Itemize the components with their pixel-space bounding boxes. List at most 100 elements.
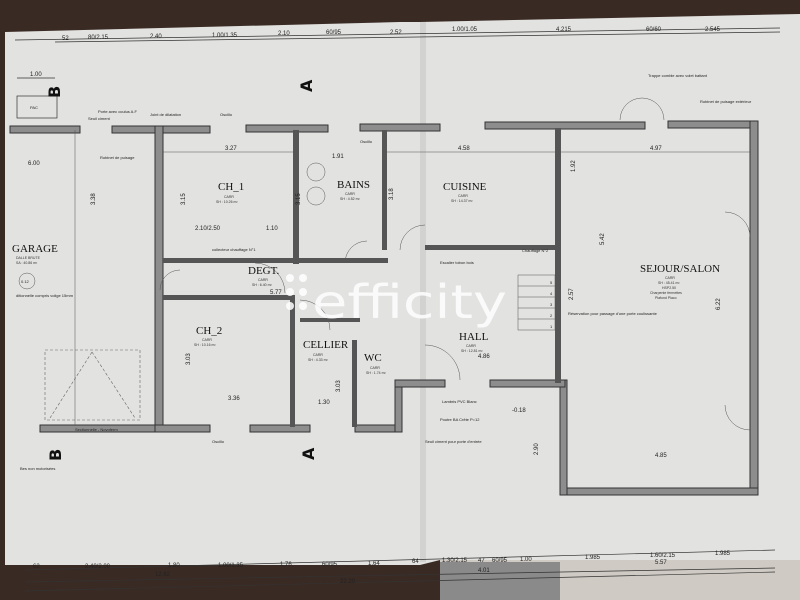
- dim-label: 80/2.15: [88, 35, 109, 41]
- room-cellier: CELLIER CARR SH : 4.33 m²: [303, 339, 349, 362]
- svg-text:4.85: 4.85: [655, 453, 667, 459]
- note: collecteur chauffage N°1: [212, 247, 256, 252]
- room-name: BAINS: [337, 179, 370, 191]
- svg-text:4.86: 4.86: [478, 354, 490, 360]
- note: Robinet de puisage extérieur: [700, 99, 752, 104]
- room-name: GARAGE: [12, 243, 58, 255]
- note: Réservation pour passage d'une porte cou…: [568, 311, 658, 316]
- svg-text:HSP2.50: HSP2.50: [662, 286, 676, 290]
- svg-text:CARR: CARR: [370, 366, 380, 370]
- staircase: 5 4 3 2 1: [517, 274, 556, 331]
- svg-text:SH : 1.74 m²: SH : 1.74 m²: [366, 371, 386, 375]
- note: Trappe comble avec volet battant: [648, 73, 708, 78]
- svg-text:3.27: 3.27: [225, 146, 237, 152]
- svg-text:SH : 12.81 m²: SH : 12.81 m²: [461, 349, 483, 353]
- room-hall: HALL CARR SH : 12.81 m²: [459, 331, 489, 353]
- dim-label: 1.00/1.35: [218, 563, 244, 569]
- room-garage: GARAGE DALLE BRUTE SA : 40.86 m² 0.12 di…: [12, 243, 74, 298]
- doors: [159, 97, 751, 431]
- dim-label: 4.01: [478, 568, 490, 574]
- dim-label: 1.985: [715, 551, 731, 557]
- svg-text:SA : 40.86 m²: SA : 40.86 m²: [16, 261, 38, 265]
- room-name: CH_2: [196, 325, 222, 337]
- svg-text:6.00: 6.00: [28, 161, 40, 167]
- svg-text:SH : 10.26 m²: SH : 10.26 m²: [216, 200, 238, 204]
- note: Bes non motorisées: [20, 466, 55, 471]
- dim-label: 64: [412, 559, 419, 565]
- garage-door: [44, 130, 141, 425]
- room-cuisine: CUISINE CARR SH : 14.37 m²: [443, 181, 487, 203]
- note: Escalier tobon bois: [440, 260, 474, 265]
- svg-text:CARR: CARR: [458, 194, 468, 198]
- watermark-text: efficity: [312, 275, 507, 329]
- dim-label: 1.00/1.05: [452, 27, 478, 33]
- svg-text:3.36: 3.36: [228, 396, 240, 402]
- dim-label: 4.215: [556, 27, 572, 33]
- dim-label: 47: [478, 558, 485, 564]
- svg-text:Plafond Placo: Plafond Placo: [655, 296, 677, 300]
- svg-text:2.10/2.50: 2.10/2.50: [195, 226, 221, 232]
- svg-text:CARR: CARR: [345, 192, 355, 196]
- svg-text:1.91: 1.91: [332, 154, 344, 160]
- svg-text:2.57: 2.57: [569, 288, 575, 300]
- svg-text:1.10: 1.10: [266, 226, 278, 232]
- dim-label: 5.57: [655, 560, 667, 566]
- svg-text:SH : 6.40 m²: SH : 6.40 m²: [252, 283, 272, 287]
- svg-text:0.12: 0.12: [21, 279, 30, 284]
- svg-text:SH : 14.37 m²: SH : 14.37 m²: [451, 199, 473, 203]
- svg-text:4.97: 4.97: [650, 146, 662, 152]
- section-mark-a: A: [297, 79, 316, 92]
- svg-text:3.03: 3.03: [336, 380, 342, 392]
- section-mark-a-bottom: A: [299, 447, 318, 460]
- stair-step-label: 1: [550, 324, 553, 329]
- dim-label: 1.30/2.15: [442, 558, 468, 564]
- dim-label: 60/60: [646, 27, 662, 33]
- room-ch2: CH_2 CARR SH : 10.16 m²: [194, 325, 222, 347]
- room-name: CH_1: [218, 181, 244, 193]
- svg-text:4.58: 4.58: [458, 146, 470, 152]
- svg-text:3.38: 3.38: [91, 193, 97, 205]
- svg-text:5.77: 5.77: [270, 290, 282, 296]
- svg-text:3.03: 3.03: [186, 353, 192, 365]
- dim-total: 22.20: [340, 579, 356, 585]
- svg-text:SH : 10.16 m²: SH : 10.16 m²: [194, 343, 216, 347]
- room-name: CELLIER: [303, 339, 349, 351]
- svg-text:2.90: 2.90: [534, 443, 540, 455]
- room-name: HALL: [459, 331, 489, 343]
- svg-text:5.42: 5.42: [600, 233, 606, 245]
- svg-text:1.30: 1.30: [318, 400, 330, 406]
- room-bains: BAINS CARR SH : 4.52 m²: [337, 179, 370, 201]
- svg-text:SH : 45.41 m²: SH : 45.41 m²: [658, 281, 680, 285]
- dim-label: 1.00: [30, 72, 42, 78]
- pac-unit: [16, 95, 58, 119]
- dim-label: 2.10: [278, 31, 290, 37]
- section-mark-b: B: [45, 86, 64, 98]
- svg-text:CARR: CARR: [665, 276, 675, 280]
- svg-text:DALLE BRUTE: DALLE BRUTE: [16, 256, 41, 260]
- note: Oscillo: [220, 112, 233, 117]
- note: Poutre BA Crête P=12: [440, 417, 480, 422]
- efficity-watermark: efficity: [286, 274, 507, 329]
- svg-text:6.22: 6.22: [716, 298, 722, 310]
- interior-dimensions: 3.27 1.91 4.58 4.97 3.15 3.15 3.18 2.10/…: [28, 146, 750, 459]
- svg-text:3.18: 3.18: [389, 188, 395, 200]
- dim-label: 2.52: [390, 30, 402, 36]
- dim-label: 52: [62, 36, 69, 42]
- room-wc: WC CARR SH : 1.74 m²: [364, 352, 386, 375]
- room-name: SEJOUR/SALON: [640, 263, 720, 275]
- dim-label: 60/95: [326, 30, 342, 36]
- stair-step-label: 3: [550, 302, 553, 307]
- note: Oscillo: [212, 439, 225, 444]
- dim-label: 2.40: [150, 34, 162, 40]
- room-name: CUISINE: [443, 181, 487, 193]
- svg-text:CARR: CARR: [258, 278, 268, 282]
- svg-text:3.15: 3.15: [296, 193, 302, 205]
- dim-label: 12.62: [155, 572, 171, 578]
- room-degt: DEGT. CARR SH : 6.40 m²: [248, 265, 280, 287]
- room-name: DEGT.: [248, 265, 280, 277]
- stair-step-label: 4: [550, 291, 553, 296]
- svg-text:1.92: 1.92: [571, 160, 577, 172]
- note: Joint de dilatation: [150, 112, 181, 117]
- dim-label: 1.64: [368, 561, 380, 567]
